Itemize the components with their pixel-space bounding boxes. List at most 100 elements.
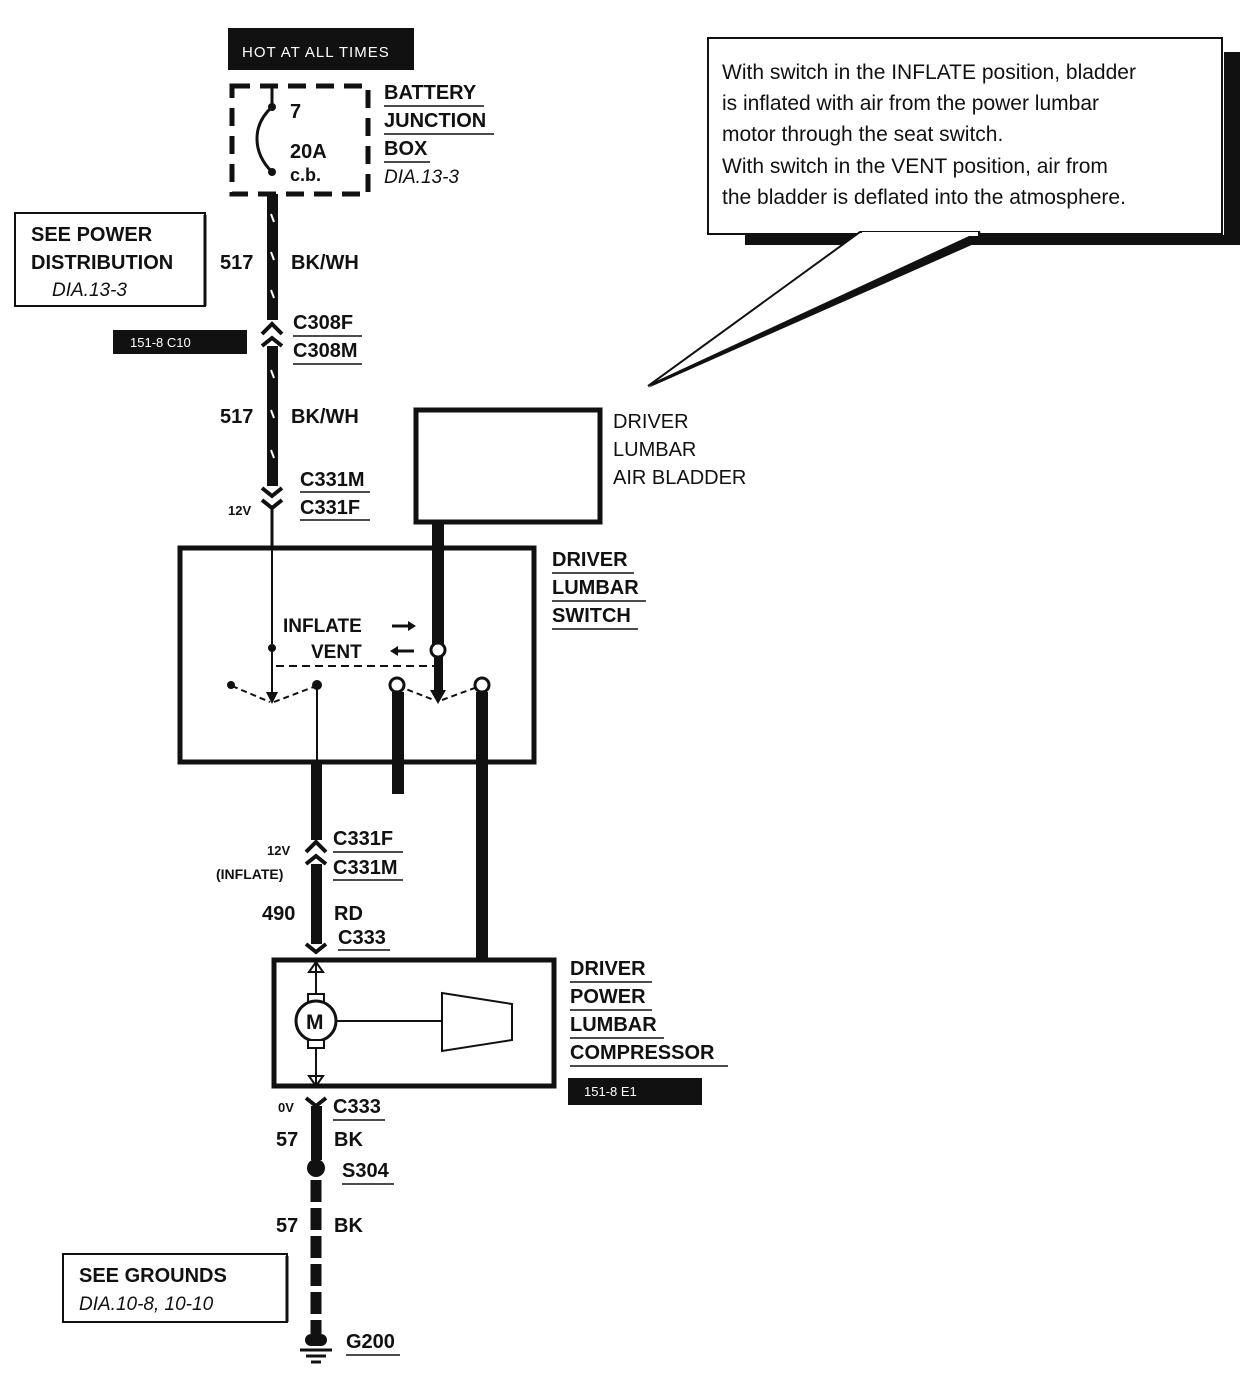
- callout-line-1: With switch in the INFLATE position, bla…: [722, 61, 1136, 84]
- switch-name-2: LUMBAR: [552, 577, 639, 599]
- wire-517-stripe-1: [270, 213, 275, 223]
- wire-57-bottom-color: BK: [334, 1215, 363, 1237]
- callout-pointer-shadow: [648, 236, 992, 388]
- lumbar-switch-box: [177, 545, 537, 765]
- switch-vent-port: [388, 676, 406, 694]
- wire-517-mid-stripe-1: [270, 369, 275, 379]
- breaker-terminal-bottom: [268, 168, 276, 176]
- power-ref-line-2: DISTRIBUTION: [31, 252, 173, 274]
- hot-tag-label: HOT AT ALL TIMES: [242, 44, 390, 61]
- switch-air-pole: [434, 657, 443, 693]
- inflate-arrow-head: [408, 621, 416, 631]
- switch-air-blade-a: [397, 685, 435, 701]
- switch-vent-contact-left: [227, 681, 235, 689]
- c308-female-label: C308F: [293, 312, 353, 334]
- motor-symbol: M: [306, 1011, 324, 1034]
- c333-top-label: C333: [338, 927, 386, 949]
- callout-line-4: With switch in the VENT position, air fr…: [722, 155, 1108, 178]
- compressor-locator-box: [568, 1078, 702, 1105]
- switch-left-blade-a: [231, 685, 271, 703]
- c331-bottom-voltage: 12V: [267, 843, 290, 858]
- c308-locator: 151-8 C10: [130, 335, 191, 350]
- ground-g200-label: G200: [346, 1331, 395, 1353]
- c331-top-male-half: [260, 486, 284, 499]
- compressor-feed-arrow: [307, 960, 325, 973]
- c331-bottom-female-half: [304, 839, 328, 854]
- bladder-label-1: DRIVER: [613, 411, 689, 433]
- c331-top-female-half: [260, 498, 284, 511]
- power-ref-line-1: SEE POWER: [31, 224, 153, 246]
- grounds-ref-dia: DIA.10-8, 10-10: [79, 1294, 214, 1315]
- c333-bottom-voltage: 0V: [278, 1100, 294, 1115]
- wire-517-stripe-2: [270, 251, 275, 261]
- wire-517-mid-stripe-2: [270, 409, 275, 419]
- callout-line-2: is inflated with air from the power lumb…: [722, 92, 1099, 115]
- switch-air-pole-tip: [430, 690, 446, 704]
- switch-left-pole-tip: [266, 692, 278, 704]
- switch-left-blade-b: [273, 685, 317, 703]
- battery-box-ref: DIA.13-3: [384, 167, 459, 188]
- ground-symbol-icon: [305, 1334, 327, 1346]
- compressor-name-2: POWER: [570, 986, 646, 1008]
- c331-top-female-label: C331F: [300, 497, 360, 519]
- air-bladder-box: [413, 407, 603, 525]
- c308-locator-box: [113, 330, 247, 354]
- battery-junction-box-outline: [229, 83, 371, 197]
- vent-arrow-head: [390, 646, 398, 656]
- c331-bottom-female-label: C331F: [333, 828, 393, 850]
- fuse-number: 7: [290, 101, 301, 123]
- circuit-breaker-icon: [255, 105, 274, 174]
- callout-box: [707, 37, 1223, 235]
- wire-57-top-color: BK: [334, 1129, 363, 1151]
- fuse-rating: 20A: [290, 141, 327, 163]
- wire-57-upper: [311, 1106, 322, 1160]
- c333-bottom-label: C333: [333, 1096, 381, 1118]
- switch-air-blade-b: [441, 685, 481, 701]
- c331-top-voltage: 12V: [228, 503, 251, 518]
- splice-s304-label: S304: [342, 1160, 390, 1182]
- c331-bottom-note: (INFLATE): [216, 866, 283, 882]
- compressor-locator: 151-8 E1: [584, 1084, 637, 1099]
- callout-pointer: [647, 231, 981, 387]
- c333-top-connector: [304, 942, 328, 955]
- switch-inflate-port: [473, 676, 491, 694]
- compressor-name-4: COMPRESSOR: [570, 1042, 715, 1064]
- callout-line-3: motor through the seat switch.: [722, 123, 1003, 146]
- wire-517-mid-circuit: 517: [220, 406, 253, 428]
- c331-bottom-male-label: C331M: [333, 857, 397, 879]
- hot-tag-box: [228, 28, 414, 70]
- grounds-ref-box: [62, 1253, 288, 1323]
- switch-air-port-top: [429, 641, 447, 659]
- wire-517-stripe-3: [270, 289, 275, 299]
- battery-box-name-2: JUNCTION: [384, 110, 486, 132]
- switch-inflate-label: INFLATE: [283, 616, 362, 637]
- callout-line-5: the bladder is deflated into the atmosph…: [722, 186, 1126, 209]
- switch-name-3: SWITCH: [552, 605, 631, 627]
- callout-shadow: [745, 235, 1240, 245]
- wire-490-lower: [311, 864, 322, 944]
- vent-hose: [392, 692, 404, 794]
- bladder-label-3: AIR BLADDER: [613, 467, 746, 489]
- bladder-label-2: LUMBAR: [613, 439, 696, 461]
- pump-icon: [441, 991, 513, 1053]
- compressor-air-hose: [476, 692, 488, 1002]
- compressor-name-3: LUMBAR: [570, 1014, 657, 1036]
- power-ref-dia: DIA.13-3: [52, 280, 127, 301]
- c308-female-half: [260, 321, 284, 336]
- wire-490-color: RD: [334, 903, 363, 925]
- motor-brush-bottom: [307, 1039, 325, 1049]
- wire-517-mid-color: BK/WH: [291, 406, 359, 428]
- switch-name-1: DRIVER: [552, 549, 628, 571]
- grounds-ref-line: SEE GROUNDS: [79, 1265, 227, 1287]
- switch-vent-label: VENT: [311, 642, 362, 663]
- c308-male-label: C308M: [293, 340, 357, 362]
- wire-57-bottom-circuit: 57: [276, 1215, 298, 1237]
- battery-box-name-1: BATTERY: [384, 82, 477, 104]
- wire-490-upper: [311, 762, 322, 840]
- compressor-ground-arrow: [307, 1075, 325, 1088]
- compressor-name-1: DRIVER: [570, 958, 646, 980]
- wire-517-mid-stripe-3: [270, 449, 275, 459]
- power-distribution-ref-box: [14, 212, 206, 307]
- battery-box-name-3: BOX: [384, 138, 428, 160]
